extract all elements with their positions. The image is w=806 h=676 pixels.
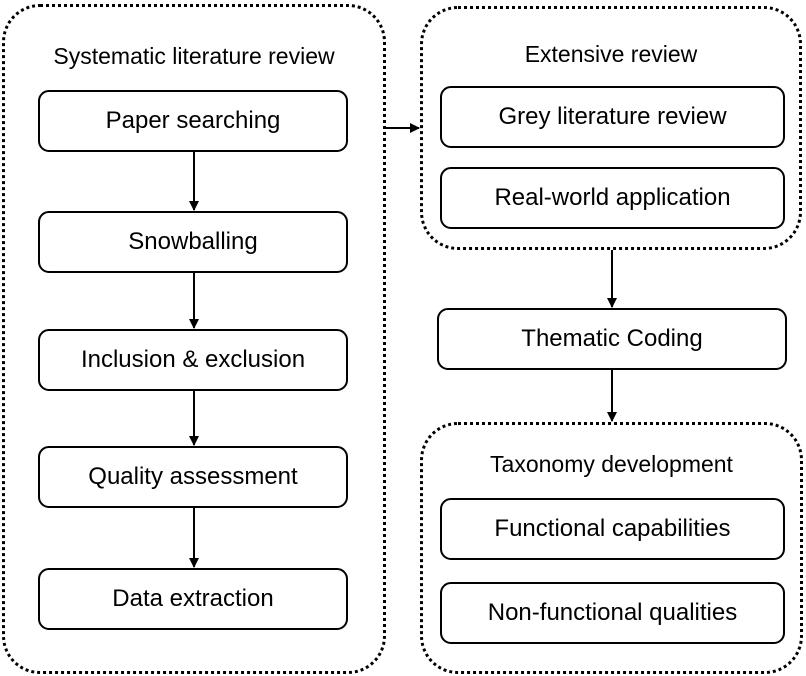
quality-assessment-step: Quality assessment <box>38 446 348 508</box>
taxonomy-group: Taxonomy development <box>420 422 803 674</box>
functional-capabilities-box: Functional capabilities <box>440 498 785 560</box>
thematic-coding-box: Thematic Coding <box>437 308 787 370</box>
snowballing-step: Snowballing <box>38 211 348 273</box>
extensive-review-title: Extensive review <box>524 41 698 67</box>
systematic-review-group: Systematic literature review <box>2 4 386 674</box>
inclusion-exclusion-step: Inclusion & exclusion <box>38 329 348 391</box>
paper-searching-step: Paper searching <box>38 90 348 152</box>
data-extraction-step: Data extraction <box>38 568 348 630</box>
systematic-review-title: Systematic literature review <box>53 43 335 69</box>
grey-literature-review-box: Grey literature review <box>440 86 785 148</box>
real-world-application-box: Real-world application <box>440 167 785 229</box>
taxonomy-title: Taxonomy development <box>490 451 733 477</box>
extensive-review-group: Extensive review <box>420 6 802 250</box>
non-functional-qualities-box: Non-functional qualities <box>440 582 785 644</box>
